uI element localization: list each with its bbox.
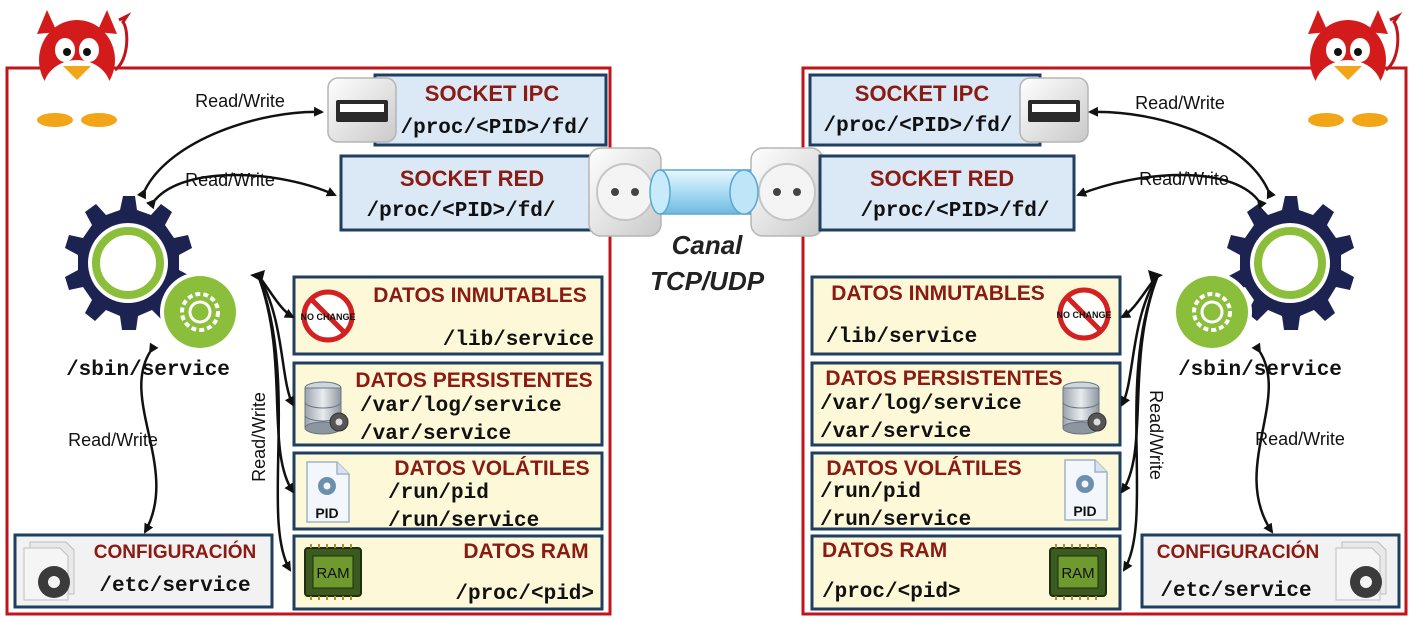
datos-inmutables-title: DATOS INMUTABLES: [373, 284, 587, 307]
tux-devil-icon: [35, 8, 129, 129]
datos-inmutables-path: /lib/service: [443, 329, 594, 352]
datos-volatiles-path2: /run/service: [388, 510, 539, 533]
right-arrows: [1076, 106, 1276, 572]
ram-chip-icon: RAM: [1049, 543, 1107, 601]
canal-protocol: TCP/UDP: [650, 266, 765, 296]
usb-port-icon: [1019, 77, 1089, 143]
datos-inmutables-title: DATOS INMUTABLES: [831, 282, 1045, 305]
datos-ram-title: DATOS RAM: [463, 540, 588, 563]
green-gear-icon: [158, 270, 242, 354]
socket-red-title: SOCKET RED: [400, 166, 544, 191]
socket-red-path: /proc/<PID>/fd/: [860, 200, 1049, 223]
configuracion-title: CONFIGURACIÓN: [94, 541, 257, 563]
rw-data-label: Read/Write: [1146, 390, 1166, 480]
left-frame: [5, 66, 612, 616]
config-gear-icon: [1335, 541, 1387, 601]
socket-red-title: SOCKET RED: [870, 166, 1014, 191]
no-change-icon: NO CHANGE: [300, 292, 356, 340]
rw-ipc-label: Read/Write: [195, 91, 285, 111]
datos-persistentes-title: DATOS PERSISTENTES: [355, 369, 592, 392]
datos-ram-path: /proc/<pid>: [455, 583, 594, 606]
pid-file-icon: PID: [1064, 459, 1108, 521]
socket-ipc-path: /proc/<PID>/fd/: [400, 117, 589, 140]
configuracion-title: CONFIGURACIÓN: [1157, 541, 1320, 563]
rw-data-label: Read/Write: [249, 392, 269, 482]
datos-persistentes-path2: /var/service: [360, 423, 511, 446]
datos-persistentes-path1: /var/log/service: [360, 395, 562, 418]
socket-ipc-path: /proc/<PID>/fd/: [823, 115, 1012, 138]
canal-title: Canal: [672, 230, 744, 260]
service-label: /sbin/service: [1178, 359, 1342, 382]
rw-red-label: Read/Write: [185, 170, 275, 190]
tux-devil-icon: [1306, 8, 1400, 129]
datos-volatiles-title: DATOS VOLÁTILES: [394, 457, 589, 480]
svg-text:PID: PID: [315, 505, 338, 521]
datos-volatiles-path2: /run/service: [820, 509, 971, 532]
socket-ipc-title: SOCKET IPC: [855, 81, 990, 106]
config-gear-icon: [23, 541, 75, 601]
datos-volatiles-title: DATOS VOLÁTILES: [826, 457, 1021, 480]
power-outlet-icon: [750, 147, 824, 237]
left-datos-persistentes-box: DATOS PERSISTENTES /var/log/service /var…: [292, 361, 604, 447]
left-socket-ipc-box: SOCKET IPC /proc/<PID>/fd/: [373, 73, 608, 147]
datos-volatiles-path1: /run/pid: [820, 481, 921, 504]
right-socket-red-box: SOCKET RED /proc/<PID>/fd/: [818, 154, 1076, 232]
datos-volatiles-path1: /run/pid: [388, 482, 489, 505]
usb-port-icon: [327, 77, 397, 143]
cable-icon: [649, 169, 759, 215]
datos-ram-title: DATOS RAM: [822, 539, 947, 562]
ram-chip-icon: RAM: [304, 543, 362, 601]
rw-red-label: Read/Write: [1139, 169, 1229, 189]
datos-persistentes-path1: /var/log/service: [820, 393, 1022, 416]
datos-ram-path: /proc/<pid>: [822, 581, 961, 604]
pid-file-icon: PID: [306, 461, 350, 523]
right-socket-ipc-box: SOCKET IPC /proc/<PID>/fd/: [808, 73, 1042, 147]
configuracion-path: /etc/service: [99, 575, 250, 598]
socket-red-path: /proc/<PID>/fd/: [366, 200, 555, 223]
datos-persistentes-title: DATOS PERSISTENTES: [825, 367, 1062, 390]
right-arrow-head: [1148, 270, 1163, 282]
socket-ipc-title: SOCKET IPC: [425, 81, 560, 106]
rw-config-label: Read/Write: [68, 430, 158, 450]
svg-text:RAM: RAM: [316, 565, 349, 582]
left-arrow-head: [250, 270, 265, 282]
configuracion-path: /etc/service: [1160, 580, 1311, 603]
svg-text:NO CHANGE: NO CHANGE: [300, 312, 355, 322]
no-change-icon: NO CHANGE: [1056, 290, 1112, 338]
svg-text:NO CHANGE: NO CHANGE: [1056, 310, 1111, 320]
datos-persistentes-path2: /var/service: [820, 421, 971, 444]
svg-text:RAM: RAM: [1061, 565, 1094, 582]
service-label: /sbin/service: [66, 359, 230, 382]
right-frame: [801, 66, 1408, 616]
green-gear-icon: [1170, 270, 1254, 354]
datos-inmutables-path: /lib/service: [826, 326, 977, 349]
rw-ipc-label: Read/Write: [1135, 93, 1225, 113]
rw-config-label: Read/Write: [1255, 429, 1345, 449]
left-socket-red-box: SOCKET RED /proc/<PID>/fd/: [339, 154, 597, 232]
svg-text:PID: PID: [1073, 503, 1096, 519]
